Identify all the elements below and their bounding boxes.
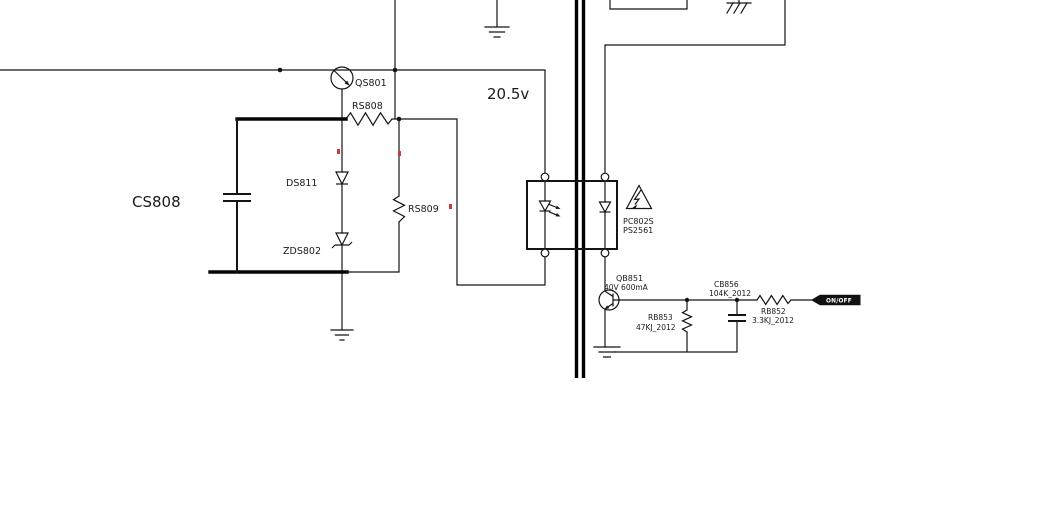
pin-circle: [540, 248, 550, 258]
primary-wiring: [0, 0, 546, 331]
emitter-arrow-icon: [604, 305, 610, 310]
resistor-zigzag-icon: [392, 195, 406, 223]
pin-circle: [600, 248, 610, 258]
cb856-value-label: 104K_2012: [709, 289, 751, 298]
transistor-qb851: QB851 40V 600mA: [593, 256, 649, 358]
led-triangle-icon: [538, 200, 552, 213]
wire-segments: [0, 0, 546, 331]
rail-voltage-label: 20.5v: [487, 85, 529, 103]
junction-dot: [684, 297, 690, 303]
rb853-value-label: 47KJ_2012: [636, 323, 676, 332]
optocoupler-body: [526, 180, 618, 250]
junction-dot: [734, 297, 740, 303]
chassis-ground-icon: [726, 0, 752, 14]
resistor-rb853: RB853 47KJ_2012: [636, 309, 693, 333]
ground-qb851-icon: [593, 346, 621, 358]
barrier-lines: [574, 0, 586, 378]
rb853-label: RB853: [648, 313, 673, 322]
junction-dot: [396, 116, 402, 122]
onoff-tag-label: ON/OFF: [826, 298, 852, 304]
resistor-zigzag-icon: [345, 111, 393, 127]
rs809-label: RS809: [408, 204, 439, 215]
warning-triangle: [625, 184, 653, 210]
zener-zds802: ZDS802: [283, 232, 353, 257]
wire-segments: [604, 0, 786, 174]
resistor-rs808: RS808: [345, 101, 393, 127]
ground-top-icon: [484, 0, 510, 38]
resistor-rs809: RS809: [392, 195, 439, 223]
emission-arrowhead-icon: [555, 205, 561, 209]
sensor-triangle-icon: [598, 201, 612, 214]
emitter-arrow-icon: [344, 80, 350, 86]
resistor-zigzag-icon: [681, 309, 693, 333]
warning-icon: [625, 184, 653, 210]
onoff-control-line: [614, 297, 813, 353]
zener-triangle-icon: [335, 232, 349, 247]
capacitor-cs808: CS808: [132, 117, 349, 274]
cb856-label: CB856: [714, 280, 739, 289]
capacitor-cb856: CB856 104K_2012: [709, 280, 751, 322]
red-mark: [398, 151, 401, 156]
junction-dot: [277, 67, 283, 73]
opto-type-label: PS2561: [623, 226, 653, 235]
junction-dot: [392, 67, 398, 73]
chassis-ground-lines: [726, 0, 752, 14]
resistor-rb852: RB852 3.3KJ_2012: [752, 294, 794, 325]
pin-circle: [600, 172, 610, 182]
diode-ds811: DS811: [286, 171, 349, 189]
qb851-rating-label: 40V 600mA: [604, 283, 649, 292]
rb852-label: RB852: [761, 307, 786, 316]
rb852-value-label: 3.3KJ_2012: [752, 316, 794, 325]
ds811-label: DS811: [286, 178, 317, 189]
ground-bars: [593, 346, 621, 358]
ground-primary-icon: [330, 329, 354, 341]
red-mark: [449, 204, 452, 209]
cs808-label: CS808: [132, 193, 181, 211]
net-tag-shape: [811, 294, 861, 306]
rs808-label: RS808: [352, 101, 383, 112]
zds802-label: ZDS802: [283, 246, 321, 257]
lightning-arrowhead: [632, 204, 638, 210]
transistor-internal-lines: [604, 291, 619, 310]
cap-plates-icon: [728, 314, 746, 322]
red-annotations: [337, 149, 452, 209]
cap-plates-icon: [223, 193, 251, 202]
pin-circle: [540, 172, 550, 182]
opto-part-label: PC802S: [623, 217, 654, 226]
diode-triangle-icon: [335, 171, 349, 186]
ground-bars: [484, 0, 510, 38]
net-tag-onoff: ON/OFF: [811, 294, 861, 306]
transistor-body-icon: [330, 66, 354, 90]
transistor-qs801: QS801: [330, 66, 387, 90]
qb851-label: QB851: [616, 274, 643, 283]
emission-arrowhead-icon: [555, 213, 561, 217]
resistor-zigzag-icon: [756, 294, 792, 306]
zener-bar: [331, 241, 353, 249]
qs801-label: QS801: [355, 78, 387, 89]
lightning-bolt: [633, 189, 642, 205]
top-right-wiring: [604, 0, 786, 174]
isolation-barrier: [574, 0, 586, 378]
ground-bars: [330, 329, 354, 341]
optocoupler-pc802s: PC802S PS2561: [526, 172, 654, 258]
red-mark: [337, 149, 340, 154]
